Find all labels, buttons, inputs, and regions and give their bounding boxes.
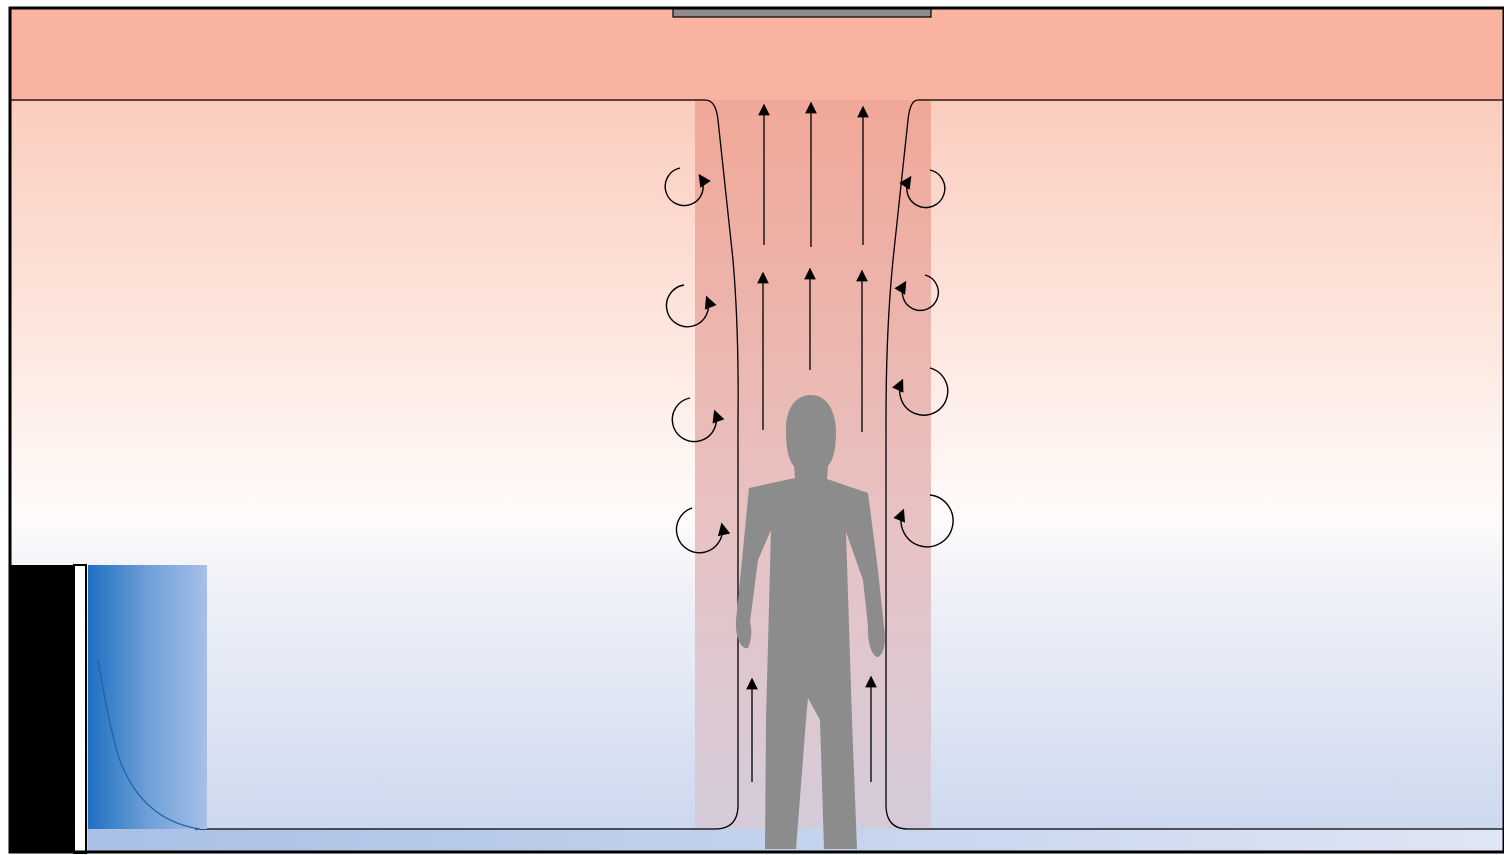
cold-supply-air bbox=[88, 565, 207, 829]
wall-diffuser bbox=[10, 565, 74, 853]
diffuser-face bbox=[74, 565, 86, 853]
ceiling-warm-layer bbox=[10, 8, 1504, 101]
